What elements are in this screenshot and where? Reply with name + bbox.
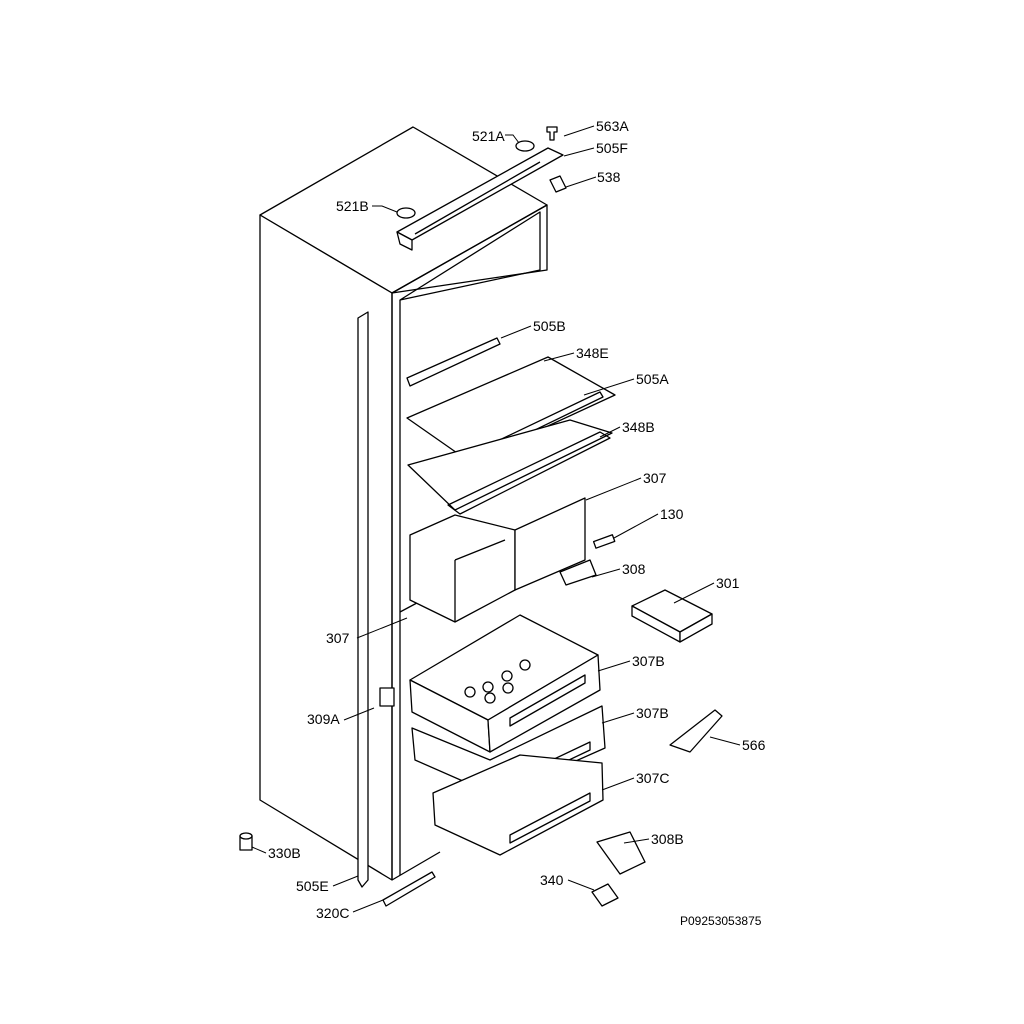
- label-521b: 521B: [336, 198, 369, 214]
- clip-309a: [379, 687, 395, 707]
- screw-563a: [546, 126, 558, 141]
- label-563a: 563A: [596, 118, 629, 134]
- cap-521b: [396, 207, 416, 219]
- label-348b: 348B: [622, 419, 655, 435]
- shelf-strip-505b: [406, 337, 501, 387]
- label-340: 340: [540, 872, 564, 888]
- hinge-bar-505f: [396, 147, 564, 251]
- door-seal-505e: [357, 311, 369, 888]
- label-505f: 505F: [596, 140, 628, 156]
- label-330b: 330B: [268, 845, 301, 861]
- label-307-left: 307: [326, 630, 350, 646]
- label-505b: 505B: [533, 318, 566, 334]
- bracket-538: [549, 175, 567, 193]
- cap-521a: [515, 140, 535, 152]
- cap-330b: [239, 832, 253, 851]
- label-521a: 521A: [472, 128, 505, 144]
- drawing-code: P09253053875: [680, 914, 762, 928]
- label-308b: 308B: [651, 831, 684, 847]
- label-309a: 309A: [307, 711, 340, 727]
- cover-320c: [382, 871, 436, 907]
- part-340: [591, 883, 619, 907]
- ice-tray-301: [631, 589, 713, 643]
- label-307c: 307C: [636, 770, 669, 786]
- glass-shelf-348e: [406, 356, 616, 463]
- leader-lines: [251, 125, 741, 913]
- drawer-307c: [432, 754, 604, 856]
- label-307-right: 307: [643, 470, 667, 486]
- label-320c: 320C: [316, 905, 349, 921]
- label-538: 538: [597, 169, 621, 185]
- scraper-566: [669, 709, 723, 753]
- glass-shelf-348b: [407, 419, 613, 511]
- label-308: 308: [622, 561, 646, 577]
- label-505a: 505A: [636, 371, 669, 387]
- label-307b-lower: 307B: [636, 705, 669, 721]
- hinge-308: [559, 559, 597, 586]
- label-566: 566: [742, 737, 766, 753]
- label-130: 130: [660, 506, 684, 522]
- label-301: 301: [716, 575, 740, 591]
- label-505e: 505E: [296, 878, 329, 894]
- part-130: [592, 534, 616, 549]
- drawer-307b-upper: [409, 614, 601, 753]
- drawer-307-pair: [409, 497, 586, 623]
- label-348e: 348E: [576, 345, 609, 361]
- hinge-308b: [596, 831, 646, 875]
- label-307b-upper: 307B: [632, 653, 665, 669]
